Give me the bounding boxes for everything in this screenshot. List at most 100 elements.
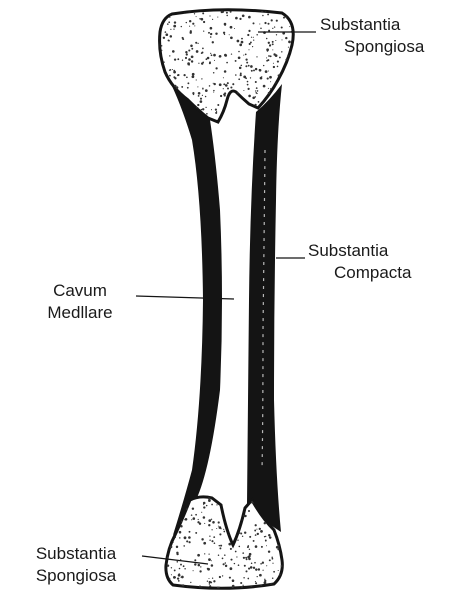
stipple-dot <box>164 495 165 496</box>
label-line: Substantia <box>308 240 411 262</box>
stipple-dot <box>228 543 231 546</box>
stipple-dot <box>168 111 169 112</box>
stipple-dot <box>179 537 181 539</box>
stipple-dot <box>230 11 232 13</box>
stipple-dot <box>255 90 256 91</box>
stipple-dot <box>191 514 193 516</box>
stipple-dot <box>258 101 260 103</box>
stipple-dot <box>201 538 203 540</box>
stipple-dot <box>180 564 182 566</box>
stipple-dot <box>188 49 190 51</box>
stipple-dot <box>248 65 250 67</box>
stipple-dot <box>174 58 176 60</box>
stipple-dot <box>210 581 212 583</box>
stipple-dot <box>202 12 204 14</box>
stipple-dot <box>195 514 197 516</box>
stipple-dot <box>236 556 237 557</box>
stipple-dot <box>239 67 242 70</box>
stipple-dot <box>211 109 212 110</box>
stipple-dot <box>282 515 284 517</box>
stipple-dot <box>180 525 183 528</box>
stipple-dot <box>162 100 163 101</box>
stipple-dot <box>296 100 298 102</box>
stipple-dot <box>254 113 255 114</box>
stipple-dot <box>256 87 258 89</box>
stipple-dot <box>227 82 229 84</box>
stipple-dot <box>163 61 165 63</box>
stipple-dot <box>166 111 167 112</box>
stipple-dot <box>263 85 266 88</box>
stipple-dot <box>184 536 187 539</box>
stipple-dot <box>284 102 285 103</box>
stipple-dot <box>173 70 175 72</box>
stipple-dot <box>264 579 265 580</box>
stipple-dot <box>200 566 201 567</box>
stipple-dot <box>230 567 233 570</box>
stipple-dot <box>259 574 262 577</box>
stipple-dot <box>163 101 164 102</box>
stipple-dot <box>209 85 211 87</box>
stipple-dot <box>192 507 194 509</box>
stipple-dot <box>252 590 253 591</box>
stipple-dot <box>242 585 243 586</box>
stipple-dot <box>238 78 240 80</box>
stipple-dot <box>168 21 170 23</box>
stipple-dot <box>168 39 170 41</box>
stipple-dot <box>203 502 206 505</box>
stipple-dot <box>218 554 219 555</box>
stipple-dot <box>225 590 227 592</box>
stipple-dot <box>242 536 243 537</box>
stipple-dot <box>209 61 211 63</box>
stipple-dot <box>286 8 289 11</box>
stipple-dot <box>238 51 240 53</box>
stipple-dot <box>186 53 188 55</box>
stipple-dot <box>278 546 280 548</box>
stipple-dot <box>210 53 211 54</box>
stipple-dot <box>240 582 242 584</box>
stipple-dot <box>269 44 271 46</box>
stipple-dot <box>284 555 286 557</box>
stipple-dot <box>240 72 242 74</box>
stipple-dot <box>267 50 268 51</box>
stipple-dot <box>189 64 190 65</box>
stipple-dot <box>248 30 250 32</box>
stipple-dot <box>209 536 210 537</box>
stipple-dot <box>293 76 296 79</box>
stipple-dot <box>242 552 244 554</box>
label-line: Substantia <box>320 14 424 36</box>
stipple-dot <box>205 96 207 98</box>
stipple-dot <box>213 54 216 57</box>
stipple-dot <box>264 522 266 524</box>
stipple-dot <box>271 557 273 559</box>
stipple-dot <box>202 62 204 64</box>
stipple-dot <box>176 546 178 548</box>
stipple-dot <box>167 23 169 25</box>
stipple-dot <box>193 517 196 520</box>
stipple-dot <box>295 83 297 85</box>
stipple-dot <box>217 587 219 589</box>
stipple-dot <box>247 81 249 83</box>
stipple-dot <box>268 88 269 89</box>
stipple-dot <box>215 32 217 34</box>
stipple-dot <box>209 583 210 584</box>
stipple-dot <box>257 90 259 92</box>
stipple-dot <box>203 30 204 31</box>
stipple-dot <box>191 55 194 58</box>
stipple-dot <box>211 564 214 567</box>
stipple-dot <box>173 25 176 28</box>
stipple-dot <box>159 7 161 9</box>
stipple-dot <box>223 529 224 530</box>
stipple-dot <box>259 528 261 530</box>
stipple-dot <box>290 69 293 72</box>
stipple-dot <box>203 21 205 23</box>
stipple-dot <box>235 60 237 62</box>
stipple-dot <box>213 536 215 538</box>
stipple-dot <box>197 554 200 557</box>
stipple-dot <box>198 519 199 520</box>
stipple-dot <box>256 529 257 530</box>
stipple-dot <box>245 570 247 572</box>
stipple-dot <box>174 77 176 79</box>
stipple-dot <box>196 79 197 80</box>
stipple-dot <box>163 506 165 508</box>
stipple-dot <box>191 60 193 62</box>
